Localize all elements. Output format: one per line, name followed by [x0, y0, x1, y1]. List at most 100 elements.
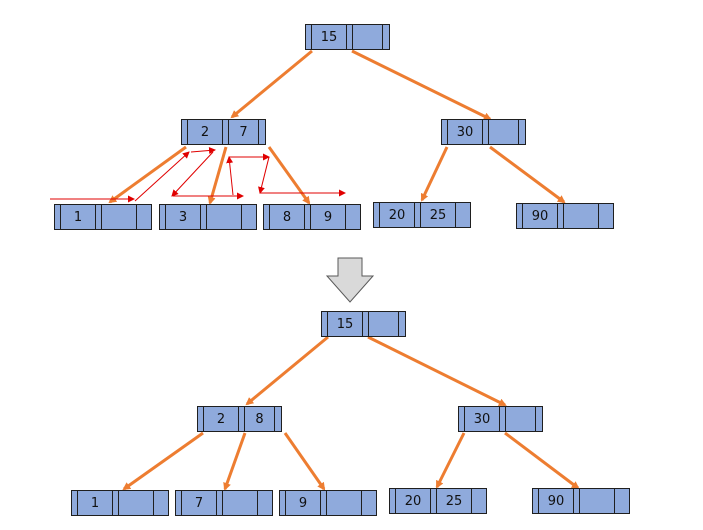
- edge-left-to-leaf2: [207, 146, 228, 205]
- node-key: 30: [465, 407, 500, 431]
- node-key: 90: [523, 204, 558, 228]
- before-leaf-node: 3: [159, 204, 257, 230]
- pointer-slot: [321, 491, 327, 515]
- edge-root-to-right: [367, 335, 507, 407]
- pointer-slot: [96, 205, 102, 229]
- node-key: [119, 491, 154, 515]
- node-key: 20: [380, 203, 415, 227]
- node-key: 8: [245, 407, 275, 431]
- after-leaf-node: 20 25: [389, 488, 487, 514]
- pointer-slot: [137, 205, 143, 229]
- node-key: 1: [61, 205, 96, 229]
- pointer-slot: [533, 489, 539, 513]
- trace-segment: [226, 156, 234, 196]
- pointer-slot: [182, 120, 188, 144]
- edge-root-to-right: [351, 49, 492, 121]
- pointer-slot: [519, 120, 525, 144]
- after-leaf-node: 7: [175, 490, 273, 516]
- after-leaf-node: 1: [71, 490, 169, 516]
- node-key: [580, 489, 615, 513]
- node-key: [506, 407, 536, 431]
- edge-right-to-leaf4: [420, 146, 449, 202]
- pointer-slot: [459, 407, 465, 431]
- node-key: [207, 205, 242, 229]
- pointer-slot: [362, 491, 368, 515]
- node-key: 30: [448, 120, 483, 144]
- pointer-slot: [306, 25, 312, 49]
- pointer-slot: [258, 491, 264, 515]
- node-key: 3: [166, 205, 201, 229]
- node-key: [327, 491, 362, 515]
- node-key: 25: [421, 203, 456, 227]
- pointer-slot: [242, 205, 248, 229]
- pointer-slot: [223, 120, 229, 144]
- pointer-slot: [160, 205, 166, 229]
- pointer-slot: [599, 204, 605, 228]
- pointer-slot: [201, 205, 207, 229]
- node-key: 20: [396, 489, 431, 513]
- traversal-trace: [50, 147, 346, 203]
- edge-root-to-left: [230, 49, 313, 119]
- before-root-node: 15: [305, 24, 390, 50]
- node-key: 9: [286, 491, 321, 515]
- trace-segment: [190, 147, 216, 154]
- pointer-slot: [558, 204, 564, 228]
- pointer-slot: [415, 203, 421, 227]
- pointer-slot: [363, 312, 369, 336]
- pointer-slot: [55, 205, 61, 229]
- after-leaf-node: 90: [532, 488, 630, 514]
- edge-left-to-leaf1: [108, 145, 187, 204]
- pointer-slot: [217, 491, 223, 515]
- pointer-slot: [305, 205, 311, 229]
- edge-right-to-leaf4: [435, 432, 466, 489]
- node-key: 8: [270, 205, 305, 229]
- edge-left-to-leaf3: [283, 432, 326, 491]
- edge-left-to-leaf1: [122, 431, 204, 491]
- pointer-slot: [483, 120, 489, 144]
- before-leaf-node: 1: [54, 204, 152, 230]
- node-key: [369, 312, 399, 336]
- node-key: [564, 204, 599, 228]
- node-key: 2: [188, 120, 223, 144]
- node-key: [353, 25, 383, 49]
- pointer-slot: [431, 489, 437, 513]
- down-arrow-icon: [325, 257, 375, 303]
- after-internal-left-node: 2 8: [197, 406, 282, 432]
- pointer-slot: [390, 489, 396, 513]
- pointer-slot: [264, 205, 270, 229]
- edge-right-to-leaf5: [504, 431, 580, 490]
- pointer-slot: [347, 25, 353, 49]
- pointer-slot: [198, 407, 204, 431]
- node-key: 15: [328, 312, 363, 336]
- edge-left-to-leaf3: [267, 146, 311, 205]
- node-key: 90: [539, 489, 574, 513]
- node-key: 7: [229, 120, 259, 144]
- pointer-slot: [154, 491, 160, 515]
- pointer-slot: [113, 491, 119, 515]
- before-internal-left-node: 2 7: [181, 119, 266, 145]
- pointer-slot: [536, 407, 542, 431]
- pointer-slot: [574, 489, 580, 513]
- pointer-slot: [472, 489, 478, 513]
- pointer-slot: [383, 25, 389, 49]
- pointer-slot: [442, 120, 448, 144]
- node-key: 15: [312, 25, 347, 49]
- node-key: 1: [78, 491, 113, 515]
- edge-right-to-leaf5: [489, 145, 566, 204]
- pointer-slot: [239, 407, 245, 431]
- edge-root-to-left: [245, 335, 329, 406]
- pointer-slot: [399, 312, 405, 336]
- pointer-slot: [322, 312, 328, 336]
- before-internal-right-node: 30: [441, 119, 526, 145]
- after-root-node: 15: [321, 311, 406, 337]
- pointer-slot: [72, 491, 78, 515]
- trace-segment: [171, 151, 214, 197]
- pointer-slot: [517, 204, 523, 228]
- node-key: 9: [311, 205, 346, 229]
- before-leaf-node: 8 9: [263, 204, 361, 230]
- node-key: [489, 120, 519, 144]
- after-edges: [122, 335, 580, 491]
- pointer-slot: [456, 203, 462, 227]
- before-edges: [108, 49, 566, 205]
